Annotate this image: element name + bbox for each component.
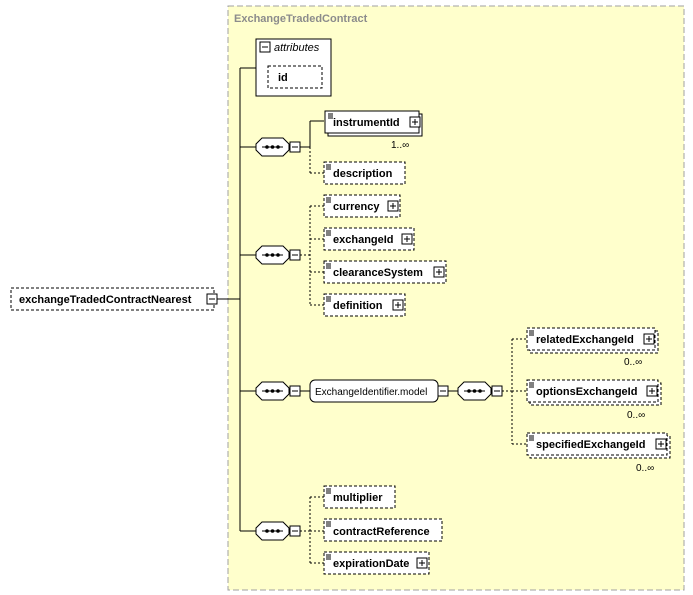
element-label: contractReference xyxy=(333,526,430,538)
element-currency[interactable]: currency xyxy=(323,194,401,218)
sequence-compositor-1[interactable] xyxy=(255,137,301,157)
element-label: multiplier xyxy=(333,492,383,504)
element-clearanceSystem[interactable]: clearanceSystem xyxy=(323,260,447,284)
attribute-id-label: id xyxy=(278,72,288,84)
element-label: clearanceSystem xyxy=(333,267,423,279)
attributes-box[interactable]: attributes id xyxy=(255,38,332,97)
element-label: specifiedExchangeId xyxy=(536,439,645,451)
element-definition[interactable]: definition xyxy=(323,293,406,317)
occurrence-label: 1..∞ xyxy=(391,140,409,151)
element-specifiedExchangeId[interactable]: specifiedExchangeId 0..∞ xyxy=(526,432,671,474)
occurrence-label: 0..∞ xyxy=(624,357,642,368)
element-expirationDate[interactable]: expirationDate xyxy=(323,551,430,575)
container-title: ExchangeTradedContract xyxy=(234,13,368,25)
seq1-connectors xyxy=(300,120,324,174)
element-contractReference[interactable]: contractReference xyxy=(323,518,443,542)
seq2-connectors xyxy=(300,205,324,306)
element-optionsExchangeId[interactable]: optionsExchangeId 0..∞ xyxy=(526,379,662,421)
sequence-compositor-4[interactable] xyxy=(255,521,301,541)
root-element[interactable]: exchangeTradedContractNearest xyxy=(10,287,218,311)
type-container xyxy=(227,5,685,591)
seq3-connectors xyxy=(502,338,526,445)
element-relatedExchangeId[interactable]: relatedExchangeId 0..∞ xyxy=(526,327,659,368)
element-label: currency xyxy=(333,201,380,213)
attribute-id-box[interactable] xyxy=(267,65,323,89)
element-label: exchangeId xyxy=(333,234,394,246)
occurrence-label: 0..∞ xyxy=(627,410,645,421)
element-label: instrumentId xyxy=(333,117,400,129)
element-exchangeId[interactable]: exchangeId xyxy=(323,227,415,251)
main-connectors xyxy=(217,67,256,532)
seq4-connectors xyxy=(300,496,324,564)
element-multiplier[interactable]: multiplier xyxy=(323,485,396,509)
group-exchangeidentifier-model[interactable]: ExchangeIdentifier.model xyxy=(309,379,449,403)
element-label: definition xyxy=(333,300,383,312)
element-label: relatedExchangeId xyxy=(536,334,634,346)
element-instrumentId[interactable]: instrumentId 1..∞ xyxy=(324,110,423,151)
attributes-heading: attributes xyxy=(274,42,320,54)
occurrence-label: 0..∞ xyxy=(636,463,654,474)
element-description[interactable]: description xyxy=(323,161,406,185)
root-element-label: exchangeTradedContractNearest xyxy=(19,294,192,306)
element-label: expirationDate xyxy=(333,558,409,570)
element-label: description xyxy=(333,168,393,180)
group-label: ExchangeIdentifier.model xyxy=(315,387,427,398)
element-label: optionsExchangeId xyxy=(536,386,637,398)
